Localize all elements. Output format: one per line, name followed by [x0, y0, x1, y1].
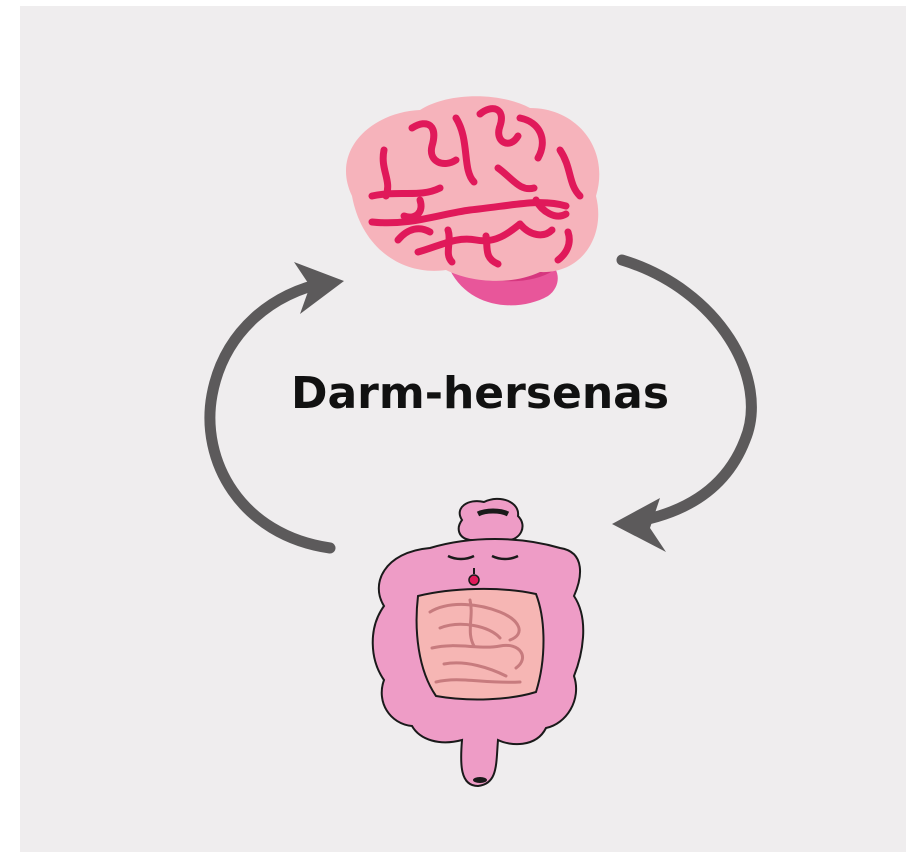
arrowhead-icon — [612, 498, 666, 552]
brain-icon — [346, 96, 599, 305]
diagram-title-label: Darm-hersenas — [200, 368, 760, 419]
intestine-icon — [373, 499, 584, 786]
